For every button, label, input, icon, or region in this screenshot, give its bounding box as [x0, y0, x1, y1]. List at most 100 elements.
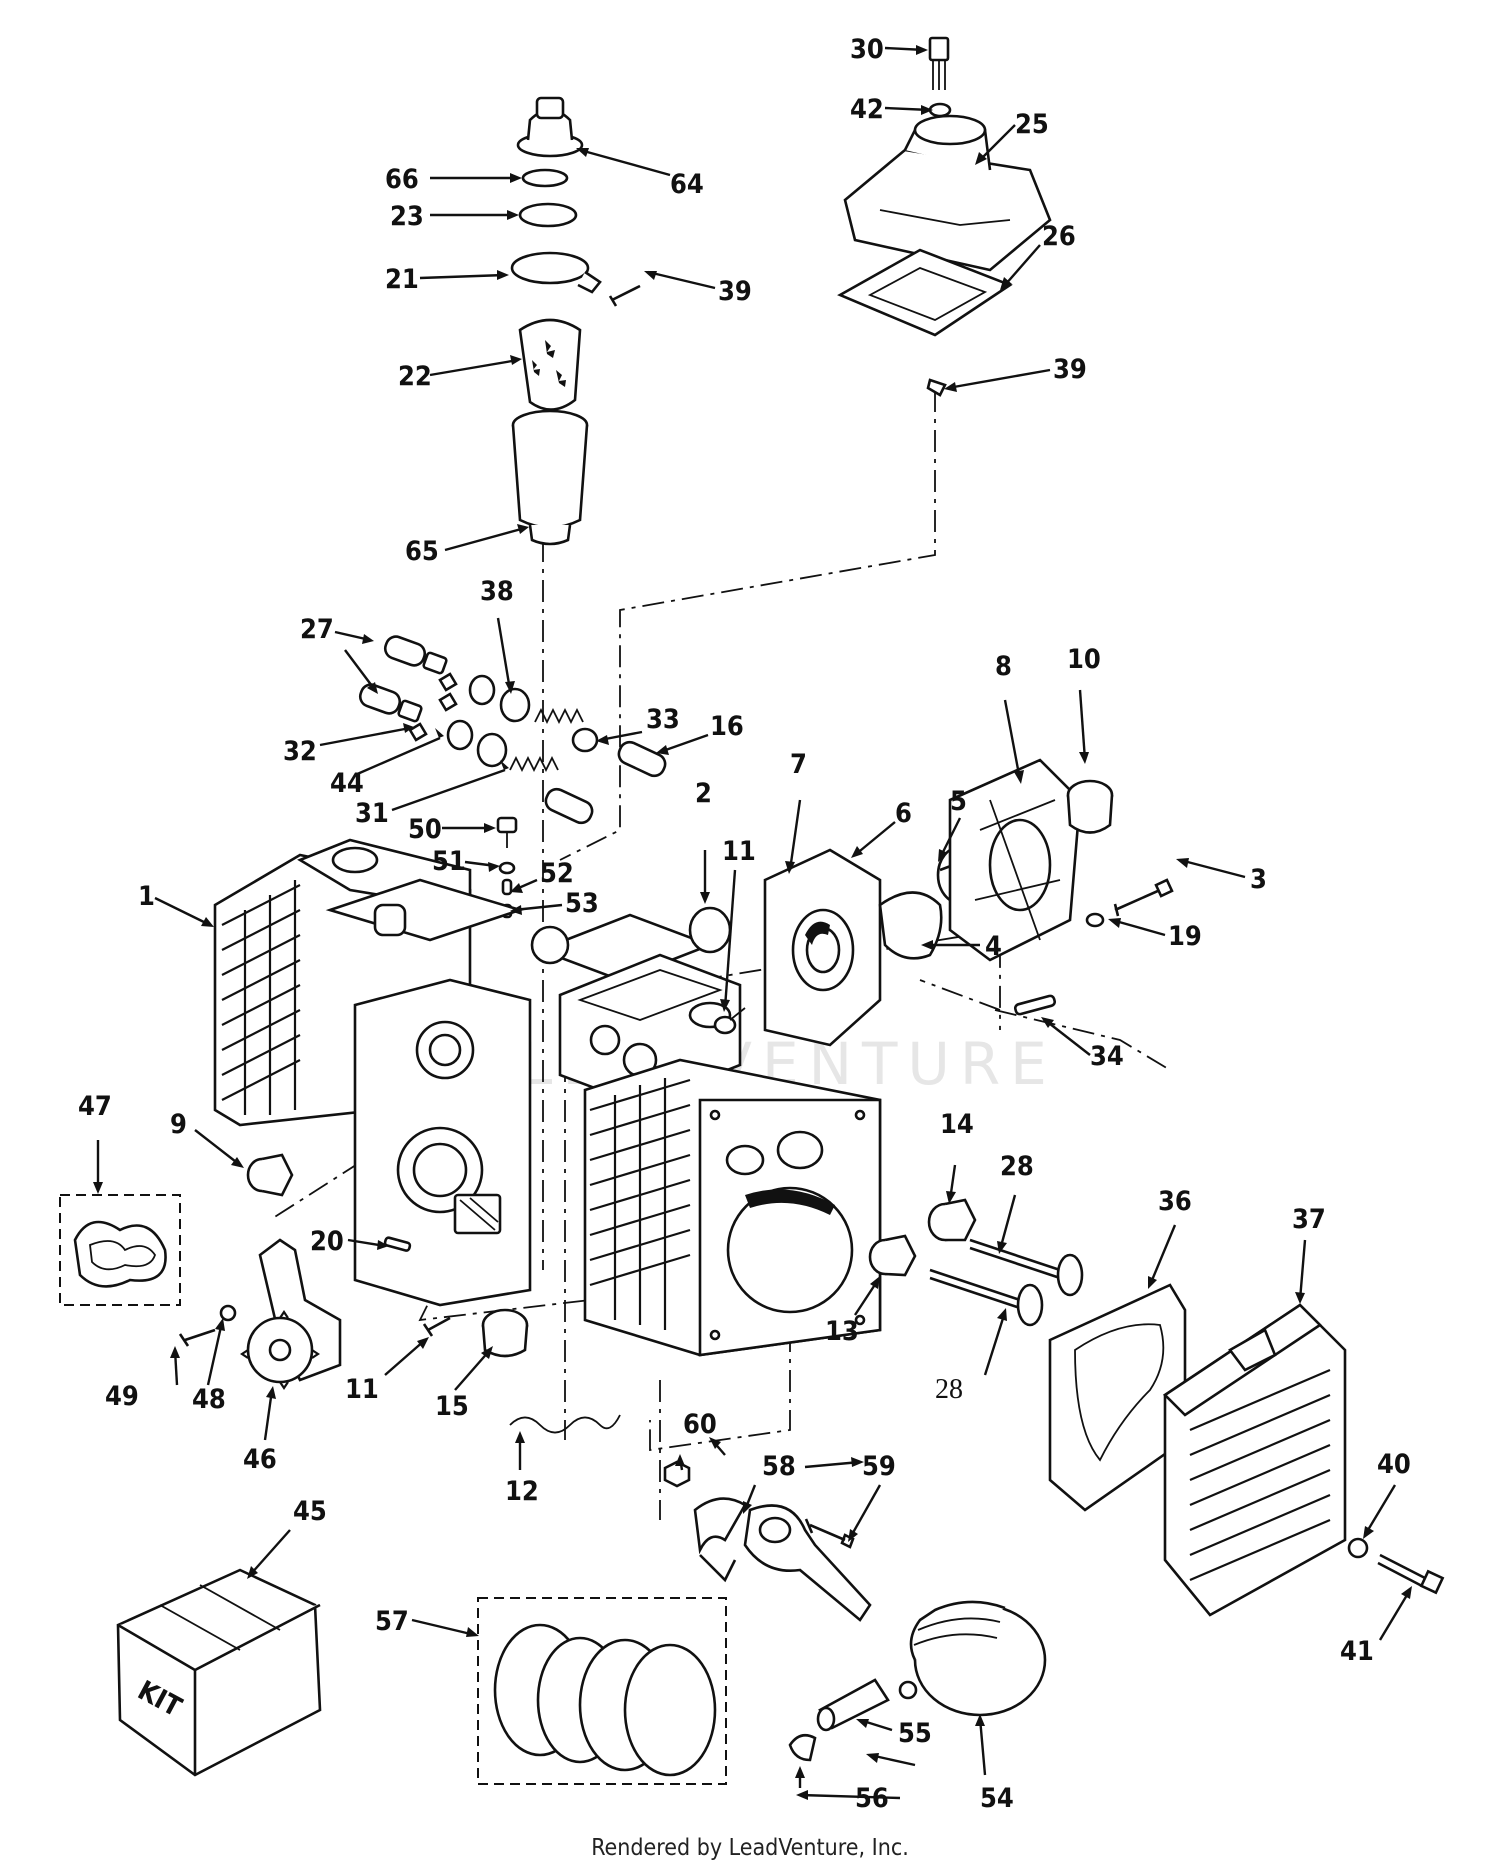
part-10-seal [1066, 779, 1114, 834]
label-45: 45 [293, 1496, 327, 1527]
label-6: 6 [895, 798, 912, 829]
label-27: 27 [300, 614, 334, 645]
part-31-springs [509, 707, 584, 773]
label-22: 22 [398, 361, 432, 392]
part-20-pin [383, 1236, 412, 1252]
label-51: 51 [432, 846, 466, 877]
part-11-bolt [713, 1007, 746, 1035]
part-21-clamp [510, 251, 602, 294]
part-2-plug [688, 906, 732, 954]
label-44: 44 [330, 768, 364, 799]
label-28-top: 28 [1000, 1151, 1034, 1182]
label-19: 19 [1168, 921, 1202, 952]
part-25-cover [843, 114, 1052, 272]
part-7-bearing-plate [763, 848, 882, 1047]
part-66-ring [521, 168, 569, 188]
part-13-seal [868, 1234, 917, 1277]
label-60: 60 [683, 1409, 717, 1440]
part-55-piston-pin [816, 1678, 890, 1732]
label-32: 32 [283, 736, 317, 767]
label-54: 54 [980, 1783, 1014, 1814]
part-27-tappets [358, 635, 448, 723]
part-47-gasket-kit [59, 1194, 181, 1306]
label-56: 56 [855, 1783, 889, 1814]
label-41: 41 [1340, 1636, 1374, 1667]
label-47: 47 [78, 1091, 112, 1122]
part-39-screw [608, 284, 641, 307]
part-4-seal [878, 891, 943, 960]
part-54-piston [898, 1600, 1047, 1717]
label-40: 40 [1377, 1449, 1411, 1480]
label-11-top: 11 [722, 836, 756, 867]
part-41-bolt [1377, 1553, 1445, 1595]
label-65: 65 [405, 536, 439, 567]
label-7: 7 [790, 749, 807, 780]
part-51-washer [498, 861, 516, 875]
label-2: 2 [695, 778, 712, 809]
label-26: 26 [1042, 221, 1076, 252]
label-5: 5 [950, 786, 967, 817]
label-46: 46 [243, 1444, 277, 1475]
label-30: 30 [850, 34, 884, 65]
part-1-crankcase [213, 838, 882, 1357]
part-40-washer [1347, 1537, 1369, 1559]
label-55: 55 [898, 1718, 932, 1749]
part-3-bolt [1113, 878, 1174, 917]
part-8-gear-cover [948, 758, 1082, 962]
label-28-lower: 28 [935, 1374, 963, 1405]
part-34-pin [1013, 994, 1057, 1016]
part-57-piston-rings [477, 1597, 727, 1785]
label-48: 48 [192, 1384, 226, 1415]
part-64-breather-cap [516, 96, 584, 158]
label-39-top: 39 [1053, 354, 1087, 385]
label-58: 58 [762, 1451, 796, 1482]
part-37-cylinder-head [1162, 1303, 1347, 1617]
label-16: 16 [710, 711, 744, 742]
part-49-screw [178, 1328, 216, 1347]
label-53: 53 [565, 888, 599, 919]
part-39-clip [926, 378, 947, 397]
part-16-valve-guides [544, 740, 667, 825]
label-3: 3 [1250, 864, 1267, 895]
label-49: 49 [105, 1381, 139, 1412]
label-52: 52 [540, 858, 574, 889]
part-14-seal [927, 1198, 977, 1242]
label-36: 36 [1158, 1186, 1192, 1217]
label-25: 25 [1015, 109, 1049, 140]
part-23-seal [518, 202, 578, 228]
label-59: 59 [862, 1451, 896, 1482]
label-23: 23 [390, 201, 424, 232]
part-56-clip [788, 1733, 817, 1762]
part-9-seal [246, 1153, 294, 1197]
part-11-bolt-lower [422, 1316, 451, 1337]
label-14: 14 [940, 1109, 974, 1140]
part-28-valves [929, 1238, 1084, 1327]
label-37: 37 [1292, 1204, 1326, 1235]
label-4: 4 [985, 931, 1002, 962]
part-15-seal [481, 1308, 529, 1358]
label-66: 66 [385, 164, 419, 195]
part-45-kit-box: KIT [116, 1568, 322, 1777]
part-48-washer [219, 1304, 237, 1322]
part-number-labels: 30 42 25 26 39 64 66 23 21 39 22 65 38 2… [78, 34, 1411, 1814]
label-39-clamp: 39 [718, 276, 752, 307]
label-10: 10 [1067, 644, 1101, 675]
label-13: 13 [825, 1316, 859, 1347]
label-64: 64 [670, 169, 704, 200]
label-50: 50 [408, 814, 442, 845]
part-50-bolt [496, 816, 518, 848]
part-52-pin [501, 878, 513, 896]
label-31: 31 [355, 798, 389, 829]
part-38-retainers [408, 672, 531, 768]
part-30-bolt [928, 36, 950, 90]
part-46-oil-pump [240, 1238, 342, 1390]
part-58-connecting-rod [693, 1497, 872, 1622]
label-21: 21 [385, 264, 419, 295]
footer-attribution: Rendered by LeadVenture, Inc. [591, 1835, 909, 1861]
part-33-retainer [571, 727, 599, 753]
label-34: 34 [1090, 1041, 1124, 1072]
part-12-wire [509, 1414, 621, 1434]
label-42: 42 [850, 94, 884, 125]
part-22-filter [518, 318, 582, 411]
